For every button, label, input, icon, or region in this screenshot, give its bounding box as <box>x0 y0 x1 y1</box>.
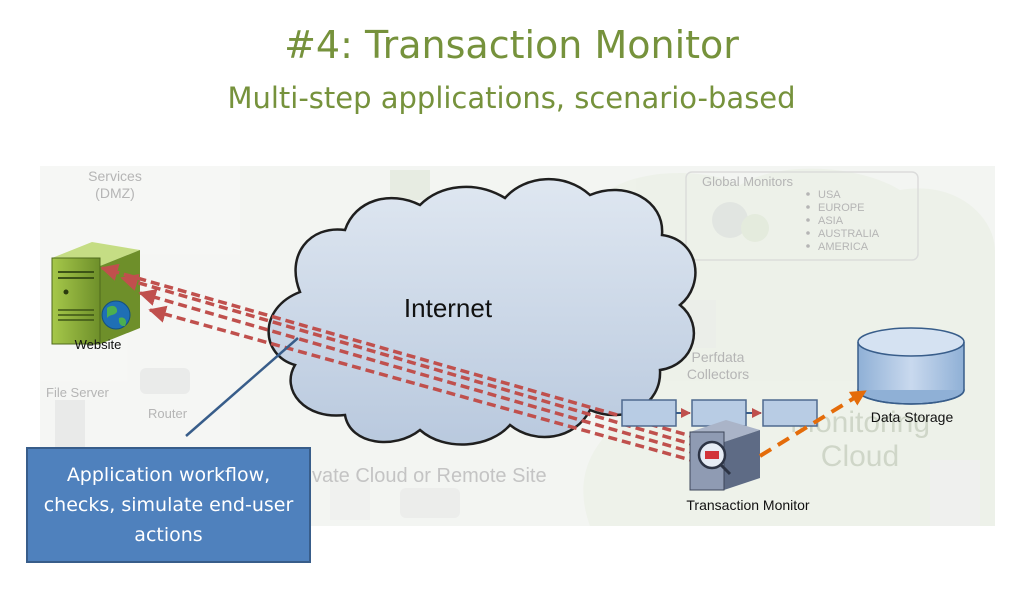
transaction-monitor-label: Transaction Monitor <box>686 497 810 513</box>
file-server-label: File Server <box>46 385 110 400</box>
transaction-link <box>100 263 699 440</box>
region-label: EUROPE <box>818 202 864 214</box>
region-bullet <box>806 218 810 222</box>
region-bullet <box>806 244 810 248</box>
pipeline-box <box>621 399 677 427</box>
internet-label: Internet <box>404 293 493 323</box>
dmz-label: (DMZ) <box>95 185 135 201</box>
website-label: Website <box>75 337 122 352</box>
background-labels: Services (DMZ) File Server Router Global… <box>46 168 930 487</box>
region-bullet <box>806 205 810 209</box>
transaction-monitor-device <box>689 420 760 491</box>
pipeline <box>621 399 818 427</box>
region-label: ASIA <box>818 215 844 227</box>
collectors-label: Collectors <box>687 366 749 382</box>
data-storage-label: Data Storage <box>871 409 954 425</box>
slide-subtitle: Multi-step applications, scenario-based <box>227 81 796 115</box>
pipeline-box <box>762 399 818 427</box>
services-label: Services <box>88 168 142 184</box>
transaction-link <box>148 305 699 464</box>
region-label: AUSTRALIA <box>818 228 880 240</box>
global-monitors-label: Global Monitors <box>702 174 794 189</box>
region-label: AMERICA <box>818 241 869 253</box>
data-storage-cylinder <box>857 327 965 405</box>
private-cloud-label: vate Cloud or Remote Site <box>312 465 547 487</box>
cloud-label: Cloud <box>821 440 899 473</box>
region-label: USA <box>818 189 841 201</box>
internet-cloud <box>267 177 697 446</box>
slide-title: #4: Transaction Monitor <box>284 23 739 67</box>
region-bullet <box>806 231 810 235</box>
callout-text: Application workflow, checks, simulate e… <box>43 464 294 546</box>
website-server <box>51 242 140 345</box>
callout-pointer <box>185 337 299 437</box>
global-monitor-icon <box>712 202 748 238</box>
pipeline-box <box>691 399 747 427</box>
callout-box: Application workflow, checks, simulate e… <box>26 447 311 563</box>
globe-icon <box>101 300 131 330</box>
transaction-link <box>120 274 699 448</box>
perfdata-label: Perfdata <box>692 349 745 365</box>
region-bullet <box>806 192 810 196</box>
transaction-links <box>100 263 699 464</box>
transaction-link <box>138 288 699 456</box>
router-label: Router <box>148 406 188 421</box>
